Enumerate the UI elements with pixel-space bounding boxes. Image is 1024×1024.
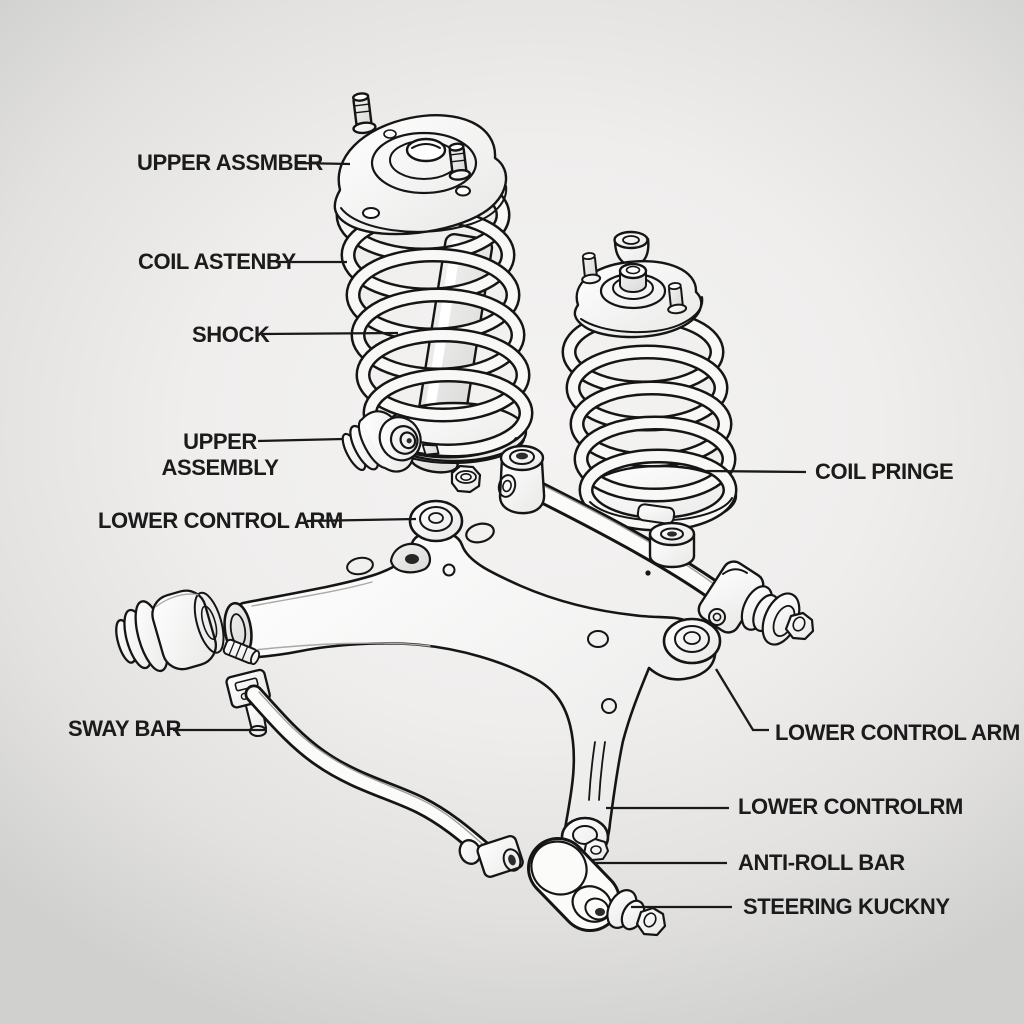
bottom-bushing-assembly <box>527 837 667 937</box>
label-sway-bar: SWAY BAR <box>68 716 181 741</box>
label-shock: SHOCK <box>192 322 270 347</box>
strut-assembly-illustration <box>333 92 534 474</box>
coil-top-mount <box>573 252 704 339</box>
leader-upper-assembly <box>257 437 344 443</box>
label-lower-control-arm-right: LOWER CONTROL ARM <box>775 720 1020 745</box>
label-upper-assembly-line2: ASSEMBLY <box>161 455 279 480</box>
mount-stud-left <box>352 92 377 135</box>
leader-lower-control-arm-right <box>715 668 769 732</box>
coil-spring-right <box>561 308 738 532</box>
washer-stack <box>740 585 815 646</box>
mount-stud-right <box>448 142 471 181</box>
label-steering-kuckny: STEERING KUCKNY <box>743 894 950 919</box>
link-arm-boss <box>497 444 546 515</box>
leader-upper-assmber <box>296 161 351 166</box>
control-arm-body <box>229 530 717 862</box>
label-upper-assembly-line1: UPPER <box>183 429 257 454</box>
arm-bushing-boss-left <box>408 499 464 543</box>
leader-lines <box>173 161 807 909</box>
label-anti-roll-bar: ANTI-ROLL BAR <box>738 850 905 875</box>
label-upper-assmber: UPPER ASSMBER <box>137 150 323 175</box>
threaded-stub <box>222 638 261 666</box>
lower-control-arm-illustration <box>223 499 722 862</box>
left-bushing-assembly <box>115 589 261 673</box>
leader-coil-pringe <box>705 469 807 474</box>
label-lower-control-arm-left: LOWER CONTROL ARM <box>98 508 343 533</box>
label-coil-pringe: COIL PRINGE <box>815 459 954 484</box>
link-arm-illustration <box>497 444 815 646</box>
small-bushing-cylinder <box>648 521 696 569</box>
label-lower-controlrm: LOWER CONTROLRM <box>738 794 963 819</box>
leader-shock <box>261 331 399 336</box>
leader-lower-control-arm-left <box>306 517 417 523</box>
sway-bar-illustration <box>225 668 524 878</box>
bump-stop <box>613 230 650 265</box>
label-upper-assembly: UPPER ASSEMBLY <box>155 429 285 481</box>
label-coil-astenby: COIL ASTENBY <box>138 249 296 274</box>
arm-bushing-boss-right <box>662 617 722 665</box>
small-nut <box>450 464 482 494</box>
sway-bar-end-bottom <box>458 835 524 878</box>
upper-assembly-bushing <box>341 410 440 473</box>
coil-spring-assembly-illustration <box>561 230 738 532</box>
